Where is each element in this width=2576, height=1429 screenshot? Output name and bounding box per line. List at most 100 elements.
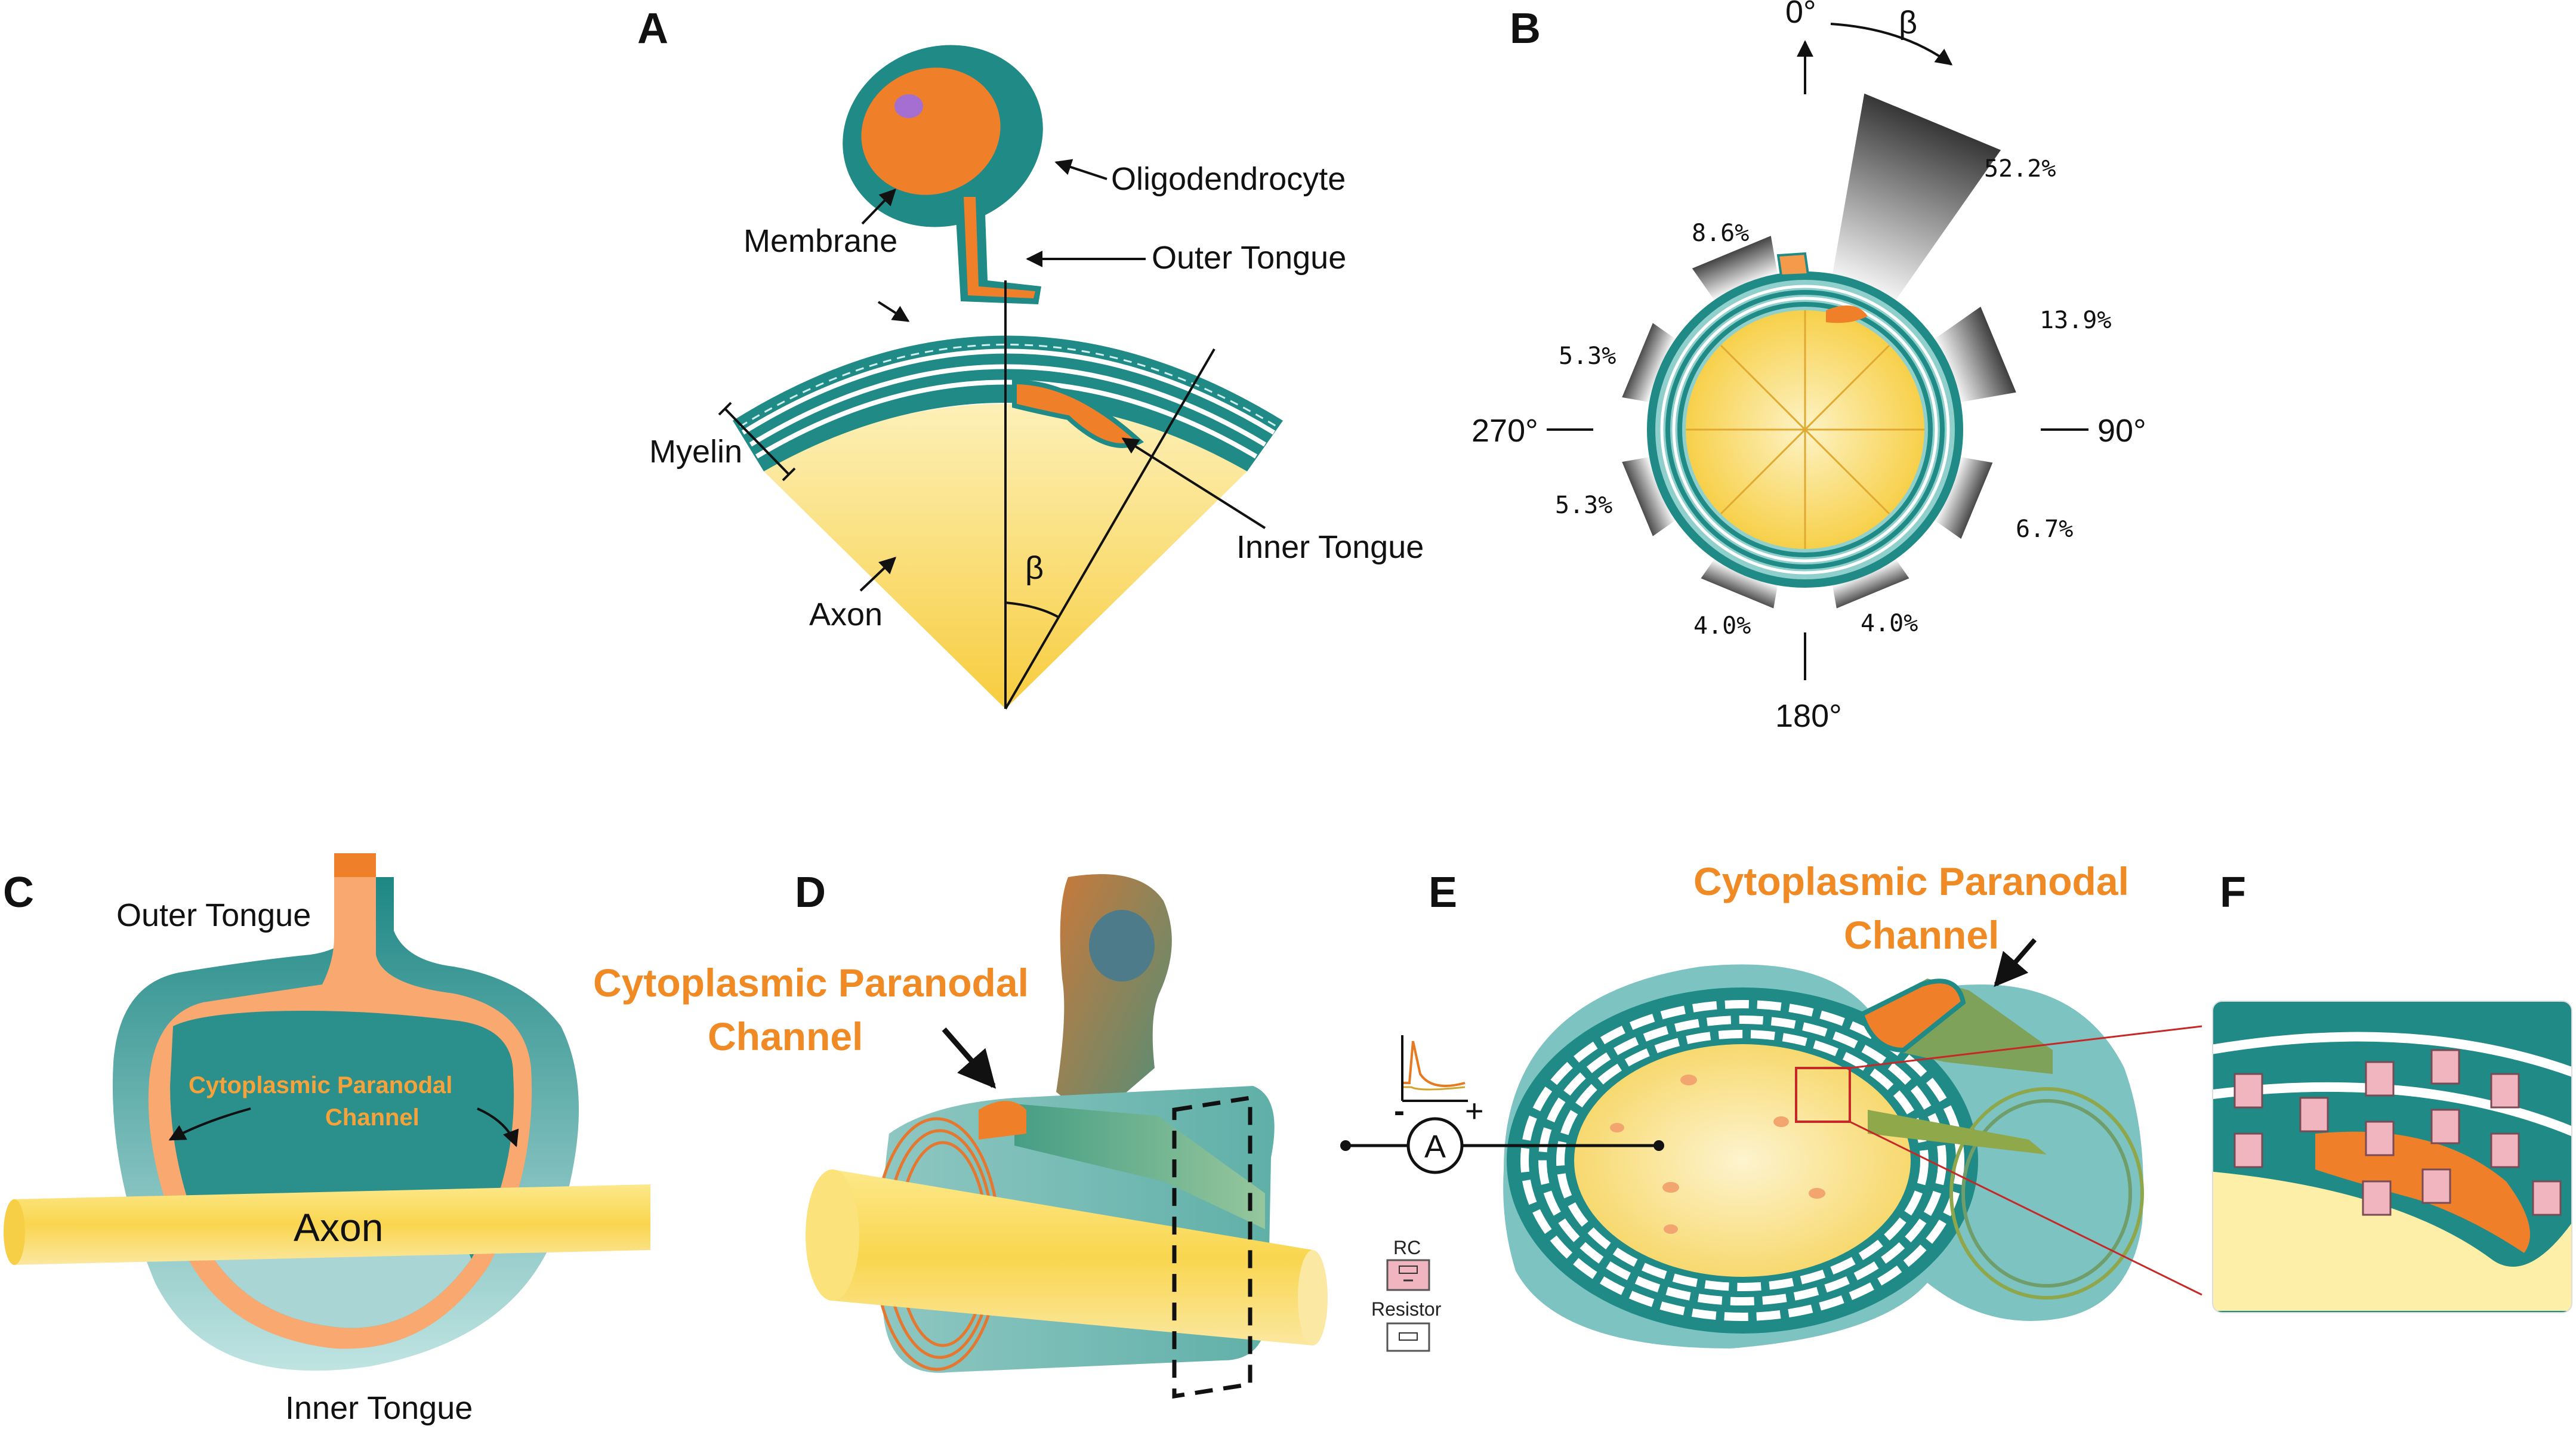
channel-d-label-2: Channel: [708, 1014, 863, 1058]
deg-180-label: 180°: [1775, 698, 1842, 734]
panel-c-letter: C: [3, 869, 34, 916]
rc-elements-f: [2233, 1049, 2562, 1216]
panel-d: D Cytoplasmic Paranodal Channel: [593, 869, 1328, 1399]
axon-end-c: [4, 1199, 25, 1265]
myelin-label: Myelin: [649, 434, 742, 470]
current-trace-icon: [1401, 1035, 1468, 1102]
oligodendrocyte-arrow: [1054, 159, 1107, 180]
myelin-bracket: [718, 402, 796, 482]
oligodendrocyte-label: Oligodendrocyte: [1111, 161, 1346, 197]
zoom-box: [1795, 1067, 1851, 1123]
beta-b-label: β: [1899, 5, 1917, 41]
channel-c-label-1: Cytoplasmic Paranodal: [189, 1072, 452, 1098]
axon-arrow: [859, 557, 897, 592]
axon-c-label: Axon: [294, 1205, 383, 1249]
white-lamella-f-1: [2213, 1032, 2572, 1079]
beta-line-angled: [1004, 348, 1215, 710]
myelin-ring-2: [1660, 285, 1950, 575]
rc-element-8: [2490, 1073, 2520, 1109]
channel-d-arrow: [942, 1027, 997, 1089]
rc-element-6: [2430, 1049, 2460, 1085]
channel-e-arrow: [1994, 938, 2037, 987]
deg-0-label: 0°: [1785, 0, 1816, 30]
pct-label-7: 5.3%: [1559, 342, 1616, 370]
inner-tongue-label: Inner Tongue: [1236, 529, 1424, 565]
outer-tongue-c-tip: [334, 853, 376, 877]
white-lamella-f-2: [2213, 1082, 2572, 1138]
polar-bar-1: [1832, 93, 2001, 302]
panel-f: F: [2212, 869, 2572, 1313]
myelin-ring-3: [1665, 290, 1945, 569]
spiral-e: [1949, 1087, 2144, 1300]
rc-element-1: [2233, 1073, 2263, 1109]
cytoplasm-e: [1859, 979, 1966, 1053]
resistor-legend-symbol: [1386, 1322, 1430, 1352]
rc-element-9: [2490, 1132, 2520, 1168]
minus-label: -: [1394, 1093, 1405, 1129]
rc-element-4: [2365, 1121, 2395, 1156]
channel-c-label-2: Channel: [325, 1104, 419, 1131]
outer-tongue-c-label: Outer Tongue: [116, 897, 311, 933]
zoom-line-bottom: [1849, 1121, 2202, 1296]
outer-tongue-cytoplasm: [964, 197, 1035, 298]
panel-f-letter: F: [2220, 869, 2246, 916]
inner-tongue-arrow: [1121, 437, 1266, 529]
panel-b: B 0° β 90° 180° 270° 52.2% 13.9% 6.7: [1471, 0, 2146, 734]
resistor-legend-label: Resistor: [1371, 1298, 1442, 1320]
polar-bar-4: [1832, 557, 1909, 609]
rc-element-12: [2362, 1180, 2392, 1216]
channel-e-label-2: Channel: [1844, 913, 1999, 957]
channel-d: [1014, 1104, 1265, 1229]
inner-tongue-b: [1826, 305, 1868, 323]
plus-label: +: [1465, 1093, 1484, 1129]
channel-e-label-1: Cytoplasmic Paranodal: [1693, 859, 2129, 903]
channel-c-arrow-left: [168, 1107, 251, 1141]
panel-e: E: [1340, 859, 2202, 1352]
pct-label-6: 5.3%: [1555, 492, 1612, 519]
deg-90-label: 90°: [2097, 413, 2146, 449]
cytoplasm-d: [979, 1101, 1026, 1140]
oligodendrocyte-cytoplasm: [861, 67, 1001, 195]
pct-label-5: 4.0%: [1693, 612, 1751, 640]
ammeter-label: A: [1424, 1129, 1446, 1165]
axon-end-d-right: [1298, 1250, 1328, 1345]
axon-cylinder-d: [832, 1169, 1313, 1345]
outer-tongue-label: Outer Tongue: [1152, 240, 1346, 276]
axon-membrane-f: [2213, 1167, 2572, 1313]
membrane-label: Membrane: [744, 223, 897, 259]
axon-end-d-left: [806, 1169, 859, 1301]
beta-arc: [1005, 601, 1060, 619]
rc-element-3: [2299, 1097, 2329, 1132]
nucleus: [894, 94, 923, 118]
rc-element-7: [2430, 1109, 2460, 1144]
pct-label-3: 6.7%: [2016, 516, 2073, 543]
panel-b-letter: B: [1510, 5, 1541, 53]
axon-e: [1574, 1044, 1911, 1277]
panel-e-letter: E: [1429, 869, 1457, 916]
membrane-arrow: [861, 188, 896, 225]
polar-bar-5: [1701, 557, 1778, 609]
panel-a: A β Oligodendrocyte Membrane Outer Tongu…: [637, 5, 1424, 710]
rc-element-2: [2233, 1132, 2263, 1168]
inner-tongue: [1012, 379, 1144, 448]
channel-e: [1868, 1110, 2047, 1155]
rc-element-11: [2421, 1168, 2451, 1204]
polar-bar-8: [1692, 236, 1778, 302]
axon-label: Axon: [809, 597, 883, 632]
rc-legend-label: RC: [1393, 1237, 1421, 1258]
myelin-arrow: [877, 301, 910, 322]
rc-element-5: [2365, 1061, 2395, 1097]
pct-label-1: 52.2%: [1984, 155, 2056, 183]
beta-label: β: [1025, 550, 1044, 586]
outer-tongue-b: [1776, 252, 1810, 277]
channel-c-arrow-right: [477, 1107, 519, 1147]
ammeter-symbol: [1406, 1117, 1464, 1174]
panel-d-letter: D: [795, 869, 826, 916]
inner-tongue-c-label: Inner Tongue: [285, 1390, 473, 1426]
beta-arrow-arc: [1830, 23, 1953, 66]
polar-bar-7: [1622, 323, 1677, 403]
panel-f-frame: [2212, 1001, 2572, 1313]
nucleus-d: [1089, 910, 1155, 982]
rc-legend-symbol: [1386, 1259, 1430, 1291]
